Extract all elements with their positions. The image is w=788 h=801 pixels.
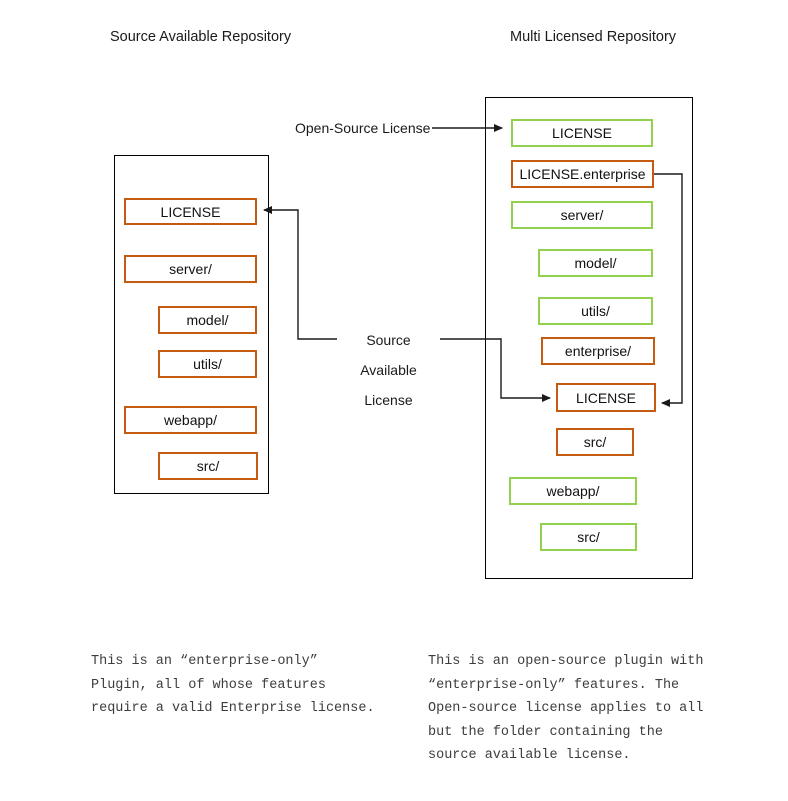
left-utils-box: utils/ [158,350,257,378]
right-server-box: server/ [511,201,653,229]
left-model-box: model/ [158,306,257,334]
right-repo-title: Multi Licensed Repository [510,29,677,45]
left-repo-note: This is an “enterprise-only” Plugin, all… [91,654,375,716]
right-enterprise-src-box: src/ [556,428,634,456]
right-repo-note: This is an open-source plugin with “ente… [428,654,704,763]
right-webapp-box: webapp/ [509,477,637,505]
open-source-license-label: Open-Source License [295,120,431,136]
right-license-box: LICENSE [511,119,653,147]
right-license-enterprise-box: LICENSE.enterprise [511,160,654,188]
left-repo-title: Source Available Repository [110,29,292,45]
source-available-license-label: Source Available License [360,332,417,408]
left-server-box: server/ [124,255,257,283]
source-available-license-arrow-left [263,206,337,340]
right-enterprise-box: enterprise/ [541,337,655,365]
right-model-box: model/ [538,249,653,277]
left-src-box: src/ [158,452,258,480]
left-webapp-box: webapp/ [124,406,257,434]
right-webapp-src-box: src/ [540,523,637,551]
right-utils-box: utils/ [538,297,653,325]
left-license-box: LICENSE [124,198,257,225]
right-enterprise-license-box: LICENSE [556,383,656,412]
